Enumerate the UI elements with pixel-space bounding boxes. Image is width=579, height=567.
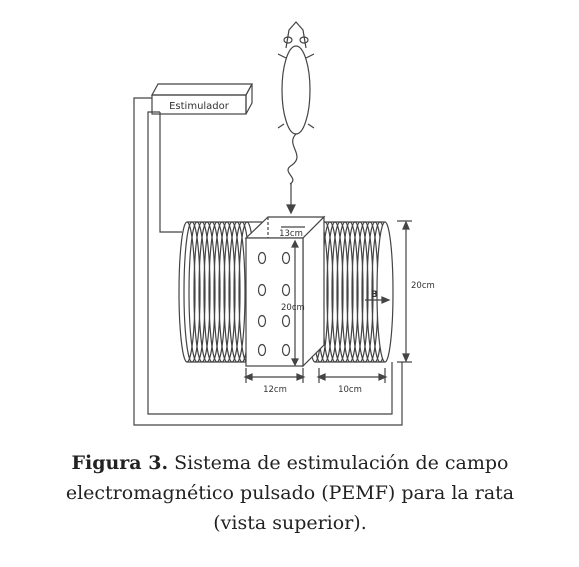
coil-diameter-dimension: 20cm <box>397 220 435 363</box>
coil-width-label: 10cm <box>338 385 362 395</box>
coil-width-dimension: 10cm <box>316 368 388 395</box>
figure-caption: Figura 3. Sistema de estimulación de cam… <box>40 448 540 538</box>
box-width-label: 12cm <box>263 385 287 395</box>
box-width-dimension: 12cm <box>243 368 306 395</box>
rat-figure <box>277 21 315 185</box>
figure-label: Figura 3. <box>71 452 169 474</box>
right-coil: B <box>306 221 394 363</box>
coil-diameter-label: 20cm <box>411 281 435 291</box>
caption-text: Sistema de estimulación de campo electro… <box>65 452 515 534</box>
insertion-arrow <box>286 183 296 215</box>
animal-box: 13cm 20cm <box>244 215 326 368</box>
depth-dimension-label: 13cm <box>279 229 303 239</box>
stimulator-box: Estimulador <box>150 83 254 115</box>
box-height-label: 20cm <box>281 303 305 313</box>
stimulator-label: Estimulador <box>169 101 230 112</box>
air-holes <box>257 251 291 357</box>
field-label: B <box>371 290 378 300</box>
